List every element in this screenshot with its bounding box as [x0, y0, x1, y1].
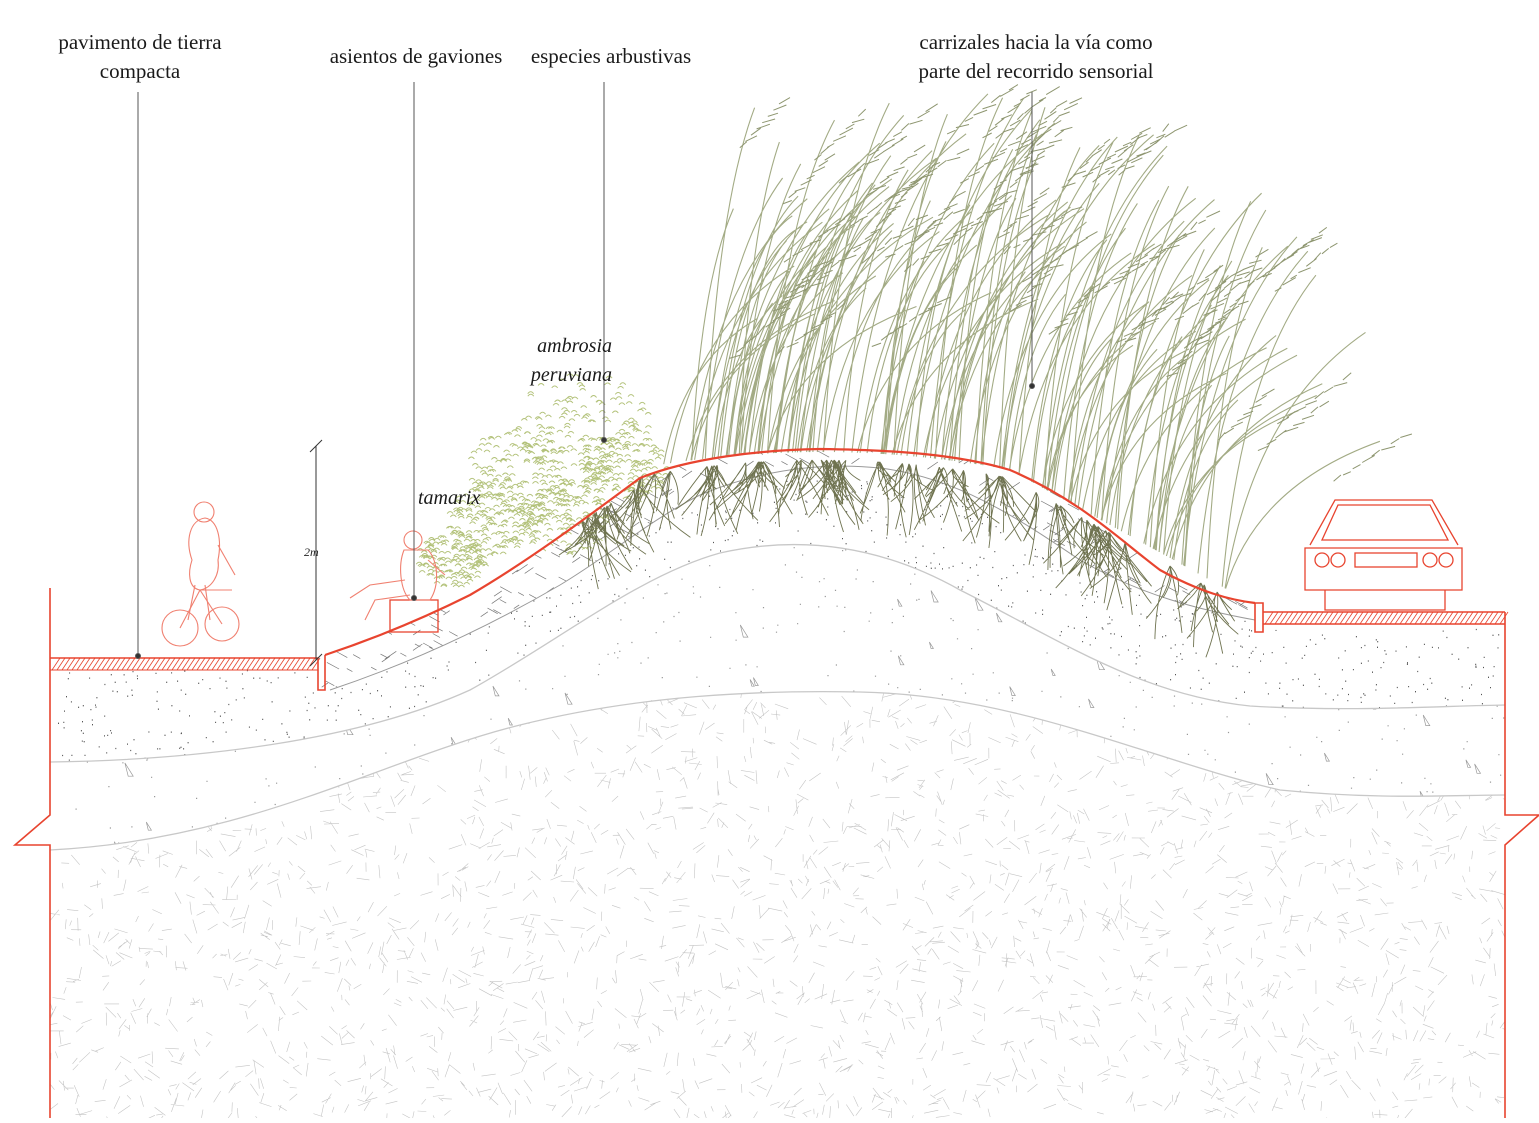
- leader-lines: [135, 82, 1035, 659]
- label-ambrosia-line1: ambrosia: [537, 335, 612, 357]
- label-height-dimension: 2m: [304, 545, 319, 559]
- label-reeds-line2: parte del recorrido sensorial: [918, 59, 1154, 83]
- label-shrub-species: especies arbustivas: [530, 44, 692, 68]
- label-reeds-line1: carrizales hacia la vía como: [919, 30, 1153, 54]
- label-pavement-line1: pavimento de tierra: [58, 30, 222, 54]
- reeds-group: [663, 84, 1413, 589]
- roots-group: [558, 459, 1239, 658]
- soil-layer-boundary-upper: [49, 543, 1506, 763]
- section-outline: [12, 447, 1539, 1118]
- cyclist-figure: [161, 501, 240, 647]
- pavement-hatch: [51, 611, 1509, 671]
- soil-layer-boundary-lower: [49, 690, 1506, 851]
- label-pavement: pavimento de tierra compacta: [30, 28, 250, 86]
- height-dimension-line: [309, 439, 323, 667]
- label-pavement-line2: compacta: [99, 59, 181, 83]
- shrubs-group: [415, 373, 671, 588]
- label-gabion-seats: asientos de gaviones: [329, 44, 503, 68]
- car-figure: [1304, 499, 1463, 611]
- seated-person-figure: [349, 530, 446, 621]
- label-reeds: carrizales hacia la vía como parte del r…: [886, 28, 1186, 86]
- label-ambrosia: ambrosia peruviana: [492, 332, 612, 390]
- deep-soil-texture: [50, 691, 1505, 1118]
- label-tamarix: tamarix: [418, 487, 481, 509]
- label-ambrosia-line2: peruviana: [530, 364, 612, 386]
